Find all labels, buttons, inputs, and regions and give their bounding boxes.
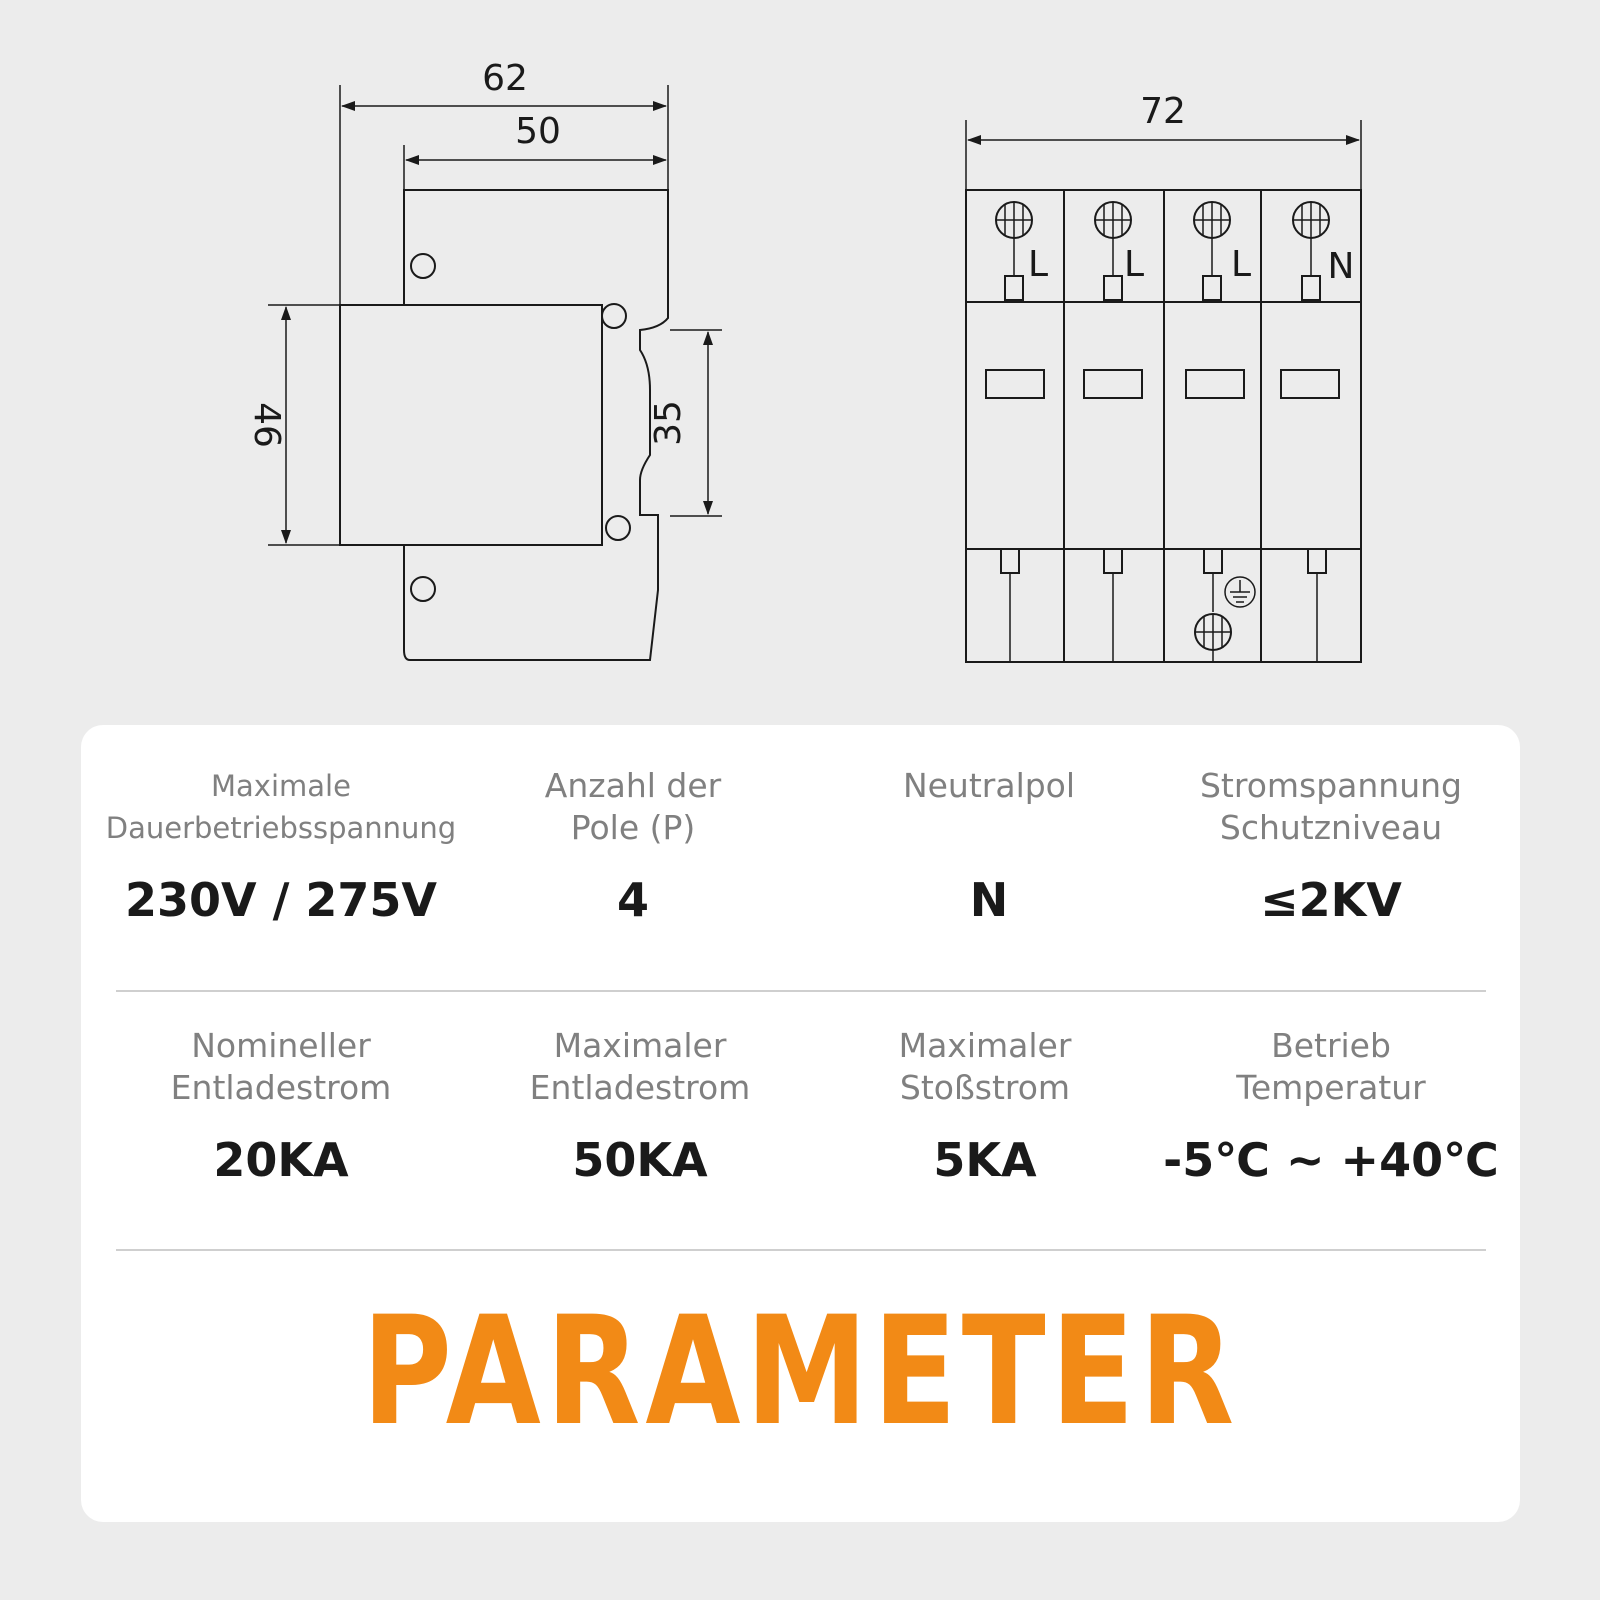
pole-1: L xyxy=(995,201,1048,301)
spec-value: ≤2KV xyxy=(1260,873,1402,927)
front-block xyxy=(339,304,603,546)
spec-nominal-discharge: Nomineller Entladestrom 20KA xyxy=(101,1025,461,1255)
pole-2: L xyxy=(1094,201,1144,301)
pole-label-1: L xyxy=(1028,244,1048,285)
spec-max-surge: Maximaler Stoßstrom 5KA xyxy=(805,1025,1165,1255)
pole-label-4: N xyxy=(1328,246,1355,287)
spec-pole-count: Anzahl der Pole (P) 4 xyxy=(453,765,813,995)
spec-row-2: Nomineller Entladestrom 20KA Maximaler E… xyxy=(81,1025,1520,1255)
side-view: 62 50 46 35 xyxy=(246,58,722,661)
spec-label: Stromspannung Schutzniveau xyxy=(1199,766,1463,847)
spec-value: 20KA xyxy=(213,1133,349,1187)
spec-label: Anzahl der Pole (P) xyxy=(544,766,722,847)
dim-35-label: 35 xyxy=(648,400,689,446)
ground-screw-icon xyxy=(1194,613,1232,662)
spec-value: 230V / 275V xyxy=(124,873,438,927)
dim-46-label: 46 xyxy=(246,402,287,448)
spec-label: Nomineller Entladestrom xyxy=(170,1026,392,1107)
divider xyxy=(116,990,1486,992)
dim-62-label: 62 xyxy=(482,58,528,99)
spec-value: 4 xyxy=(616,873,649,927)
spec-value: 5KA xyxy=(933,1133,1037,1187)
indicator-window xyxy=(1280,369,1340,399)
spec-label: Maximale Dauerbetriebsspannung xyxy=(105,769,457,845)
indicator-window xyxy=(1083,369,1143,399)
ground-icon xyxy=(1224,576,1256,608)
spec-label: Betrieb Temperatur xyxy=(1236,1026,1426,1107)
spec-max-discharge: Maximaler Entladestrom 50KA xyxy=(460,1025,820,1255)
spec-label: Maximaler Stoßstrom xyxy=(898,1026,1072,1107)
spec-label: Neutralpol xyxy=(902,766,1076,805)
pole-3: L xyxy=(1193,201,1251,301)
parameter-card: Maximale Dauerbetriebsspannung 230V / 27… xyxy=(81,725,1520,1522)
pole-4: N xyxy=(1292,201,1355,301)
indicator-window xyxy=(1185,369,1245,399)
indicator-window xyxy=(985,369,1045,399)
spec-protection-level: Stromspannung Schutzniveau ≤2KV xyxy=(1151,765,1511,995)
pole-label-2: L xyxy=(1124,244,1144,285)
spec-value: 50KA xyxy=(572,1133,708,1187)
spec-max-continuous-voltage: Maximale Dauerbetriebsspannung 230V / 27… xyxy=(101,765,461,995)
spec-operating-temperature: Betrieb Temperatur -5℃ ~ +40℃ xyxy=(1151,1025,1511,1255)
pole-label-3: L xyxy=(1231,244,1251,285)
spec-neutral-pole: Neutralpol N xyxy=(809,765,1169,995)
dimension-drawing: 62 50 46 35 72 xyxy=(246,58,1362,663)
divider xyxy=(116,1249,1486,1251)
spec-value: -5℃ ~ +40℃ xyxy=(1163,1133,1499,1187)
spec-label: Maximaler Entladestrom xyxy=(529,1026,751,1107)
page-title: PARAMETER xyxy=(361,1285,1240,1459)
spec-value: N xyxy=(969,873,1009,927)
front-view: 72 L L L xyxy=(965,91,1362,663)
dim-72-label: 72 xyxy=(1140,91,1186,132)
dim-50-label: 50 xyxy=(515,111,561,152)
spec-row-1: Maximale Dauerbetriebsspannung 230V / 27… xyxy=(81,765,1520,995)
